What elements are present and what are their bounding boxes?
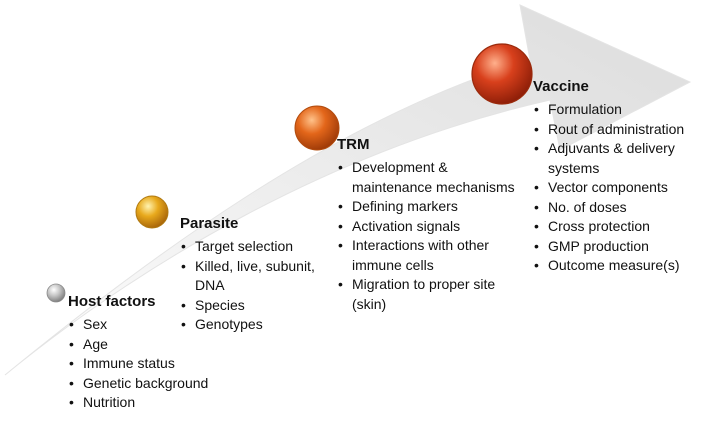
stage-title: Parasite <box>180 215 239 232</box>
list-item: Adjuvants & delivery systems <box>533 139 705 178</box>
stage-title: TRM <box>337 136 370 153</box>
list-item: Immune status <box>68 354 248 374</box>
list-item: Activation signals <box>337 217 522 237</box>
stage-circle-host-factors <box>46 283 66 303</box>
stage-vaccine: Vaccine Formulation Rout of administrati… <box>533 78 705 276</box>
list-item: No. of doses <box>533 198 705 218</box>
stage-title: Host factors <box>68 293 156 310</box>
stage-parasite: Parasite Target selection Killed, live, … <box>180 215 345 335</box>
list-item: Sex <box>68 315 248 335</box>
list-item: Defining markers <box>337 197 522 217</box>
stage-host-factors: Host factors Sex Age Immune status Genet… <box>68 293 248 413</box>
list-item: Migration to proper site (skin) <box>337 275 522 314</box>
stage-trm: TRM Development & maintenance mechanisms… <box>337 136 522 314</box>
list-item: Outcome measure(s) <box>533 256 705 276</box>
list-item: Genotypes <box>180 315 345 335</box>
list-item: Vector components <box>533 178 705 198</box>
stage-circle-trm <box>294 105 340 151</box>
list-item: Killed, live, subunit, DNA <box>180 257 345 296</box>
list-item: GMP production <box>533 237 705 257</box>
list-item: Target selection <box>180 237 345 257</box>
stage-circle-vaccine <box>471 43 533 105</box>
stage-items: Development & maintenance mechanisms Def… <box>337 158 522 314</box>
stage-items: Formulation Rout of administration Adjuv… <box>533 100 705 276</box>
list-item: Age <box>68 335 248 355</box>
list-item: Interactions with other immune cells <box>337 236 522 275</box>
list-item: Genetic background <box>68 374 248 394</box>
list-item: Development & maintenance mechanisms <box>337 158 522 197</box>
stage-circle-parasite <box>135 195 169 229</box>
list-item: Cross protection <box>533 217 705 237</box>
list-item: Formulation <box>533 100 705 120</box>
stage-items: Sex Age Immune status Genetic background… <box>68 315 248 413</box>
stage-title: Vaccine <box>533 78 589 95</box>
stage-items: Target selection Killed, live, subunit, … <box>180 237 345 335</box>
list-item: Species <box>180 296 345 316</box>
list-item: Nutrition <box>68 393 248 413</box>
list-item: Rout of administration <box>533 120 705 140</box>
